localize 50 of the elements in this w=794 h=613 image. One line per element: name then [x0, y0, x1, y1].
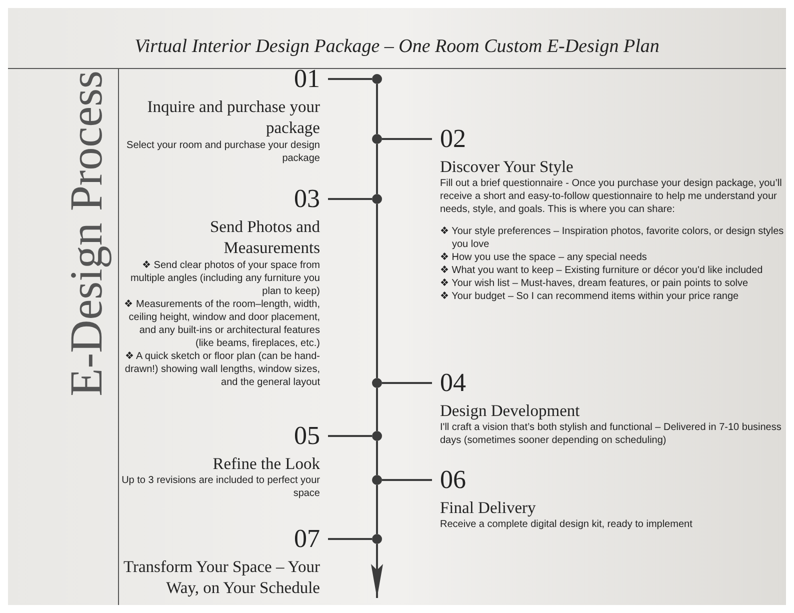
connector-line	[382, 382, 432, 384]
connector-line	[328, 538, 372, 540]
timeline-dot	[372, 134, 382, 144]
connector-line	[376, 485, 378, 534]
step-heading: Transform Your Space – Your Way, on Your Schedule	[122, 556, 320, 599]
bullet-item: ❖ Your wish list – Must-haves, dream features, or pain points to solve	[440, 277, 750, 290]
bullet-item: ❖ Send clear photos of your space from multiple angles (including any furniture you plan to keep)	[129, 258, 320, 298]
connector-line	[376, 388, 378, 431]
step-heading: Refine the Look	[212, 453, 320, 474]
connector-line	[382, 138, 432, 140]
timeline-arrow	[371, 544, 383, 598]
step-number: 06	[440, 467, 467, 493]
step-description: Receive a complete digital design kit, ready to implement	[440, 518, 694, 532]
step-description: Fill out a brief questionnaire - Once you purchase your design package, you’ll receive a short and easy-to-follow questionnaire to help me understand your needs, style, and goals. This is where you can share:	[440, 177, 783, 216]
timeline-dot	[372, 475, 382, 485]
step-heading: Final Delivery	[440, 497, 537, 518]
bullet-item: ❖ A quick sketch or floor plan (can be hand-drawn!) showing wall lengths, window sizes, and the general layout	[124, 350, 320, 389]
step-number: 04	[440, 370, 467, 396]
timeline-dot	[372, 194, 382, 204]
connector-line	[328, 198, 372, 200]
timeline-dot	[372, 74, 382, 84]
step-description: Up to 3 revisions are included to perfect your space	[120, 474, 320, 500]
timeline-dot	[372, 378, 382, 388]
step-heading: Inquire and purchase your package	[146, 96, 320, 139]
connector-line	[376, 144, 378, 194]
step-heading: Send Photos and Measurements	[208, 216, 320, 259]
connector-line	[382, 479, 432, 481]
step-number: 05	[293, 423, 320, 449]
step-heading: Design Development	[440, 400, 581, 422]
bullet-item: ❖ What you want to keep – Existing furniture or décor you'd like included	[440, 264, 764, 278]
step-number: 02	[440, 126, 467, 152]
timeline-dot	[372, 534, 382, 544]
connector-line	[376, 84, 378, 134]
connector-line	[328, 435, 372, 437]
title: Virtual Interior Design Package – One Room Custom E-Design Plan	[134, 36, 660, 58]
bullet-item: ❖ Your budget – So I can recommend items within your price range	[440, 290, 740, 304]
step-number: 01	[293, 66, 320, 92]
connector-line	[328, 78, 372, 80]
step-number: 07	[293, 526, 320, 552]
bullet-item: ❖ Your style preferences – Inspiration photos, favorite colors, or design styles you love	[440, 225, 785, 252]
bullet-item: ❖ Measurements of the room–length, width, ceiling height, window and door placement, and any built-ins or architectural features (like beams, fireplaces, etc.)	[123, 298, 320, 350]
connector-line	[376, 204, 378, 378]
step-description: I'll craft a vision that’s both stylish and functional – Delivered in 7-10 business days (sometimes sooner depending on scheduling)	[440, 421, 782, 448]
bullet-item: ❖ How you use the space – any special needs	[440, 251, 648, 264]
timeline-dot	[372, 431, 382, 441]
step-number: 03	[293, 186, 320, 212]
connector-line	[376, 441, 378, 475]
step-description: Select your room and purchase your design package	[126, 138, 320, 165]
step-heading: Discover Your Style	[440, 156, 574, 178]
side-title: E-Design Process	[59, 70, 112, 396]
